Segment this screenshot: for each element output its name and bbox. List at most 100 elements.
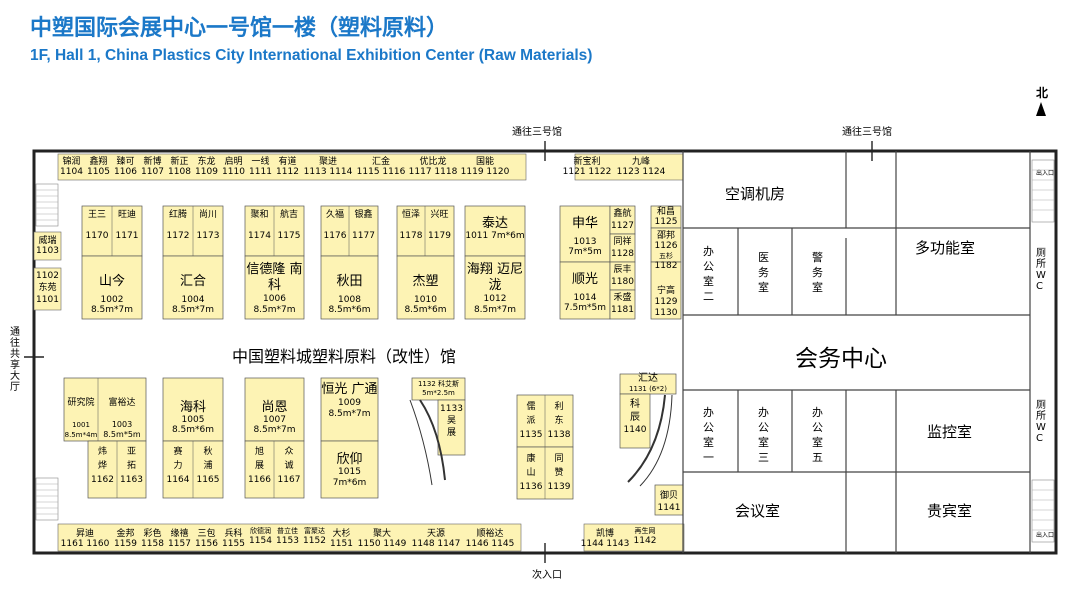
room-monitor: 监控室 — [927, 423, 973, 441]
sign-to-hall3-left: 通往三号馆 — [512, 127, 562, 138]
room-office-1: 办公室一 — [703, 406, 714, 464]
room-vip: 贵宾室 — [927, 502, 973, 520]
sign-side-entrance: 次入口 — [532, 570, 562, 581]
sign-entrance-bottom-right: 出入口 — [1036, 532, 1055, 539]
hall-name-label: 中国塑料城塑料原料（改性）馆 — [232, 347, 457, 366]
sign-to-shared-hall: 通往共享大厅 — [10, 327, 20, 393]
room-aircon: 空调机房 — [725, 185, 786, 203]
room-office-5: 办公室五 — [812, 406, 823, 464]
north-arrow-icon — [1036, 102, 1046, 116]
room-conference-center: 会务中心 — [795, 346, 887, 372]
room-police: 警务室 — [812, 251, 823, 294]
north-label: 北 — [1035, 86, 1048, 100]
room-office-2: 办公室二 — [703, 245, 714, 303]
room-medical: 医务室 — [758, 251, 769, 294]
page-subtitle: 1F, Hall 1, China Plastics City Internat… — [30, 47, 593, 64]
sign-entrance-top-right: 出入口 — [1036, 170, 1055, 177]
page-title: 中塑国际会展中心一号馆一楼（塑料原料） — [30, 16, 449, 41]
room-toilet-upper: 厕所 WC — [1036, 248, 1046, 292]
